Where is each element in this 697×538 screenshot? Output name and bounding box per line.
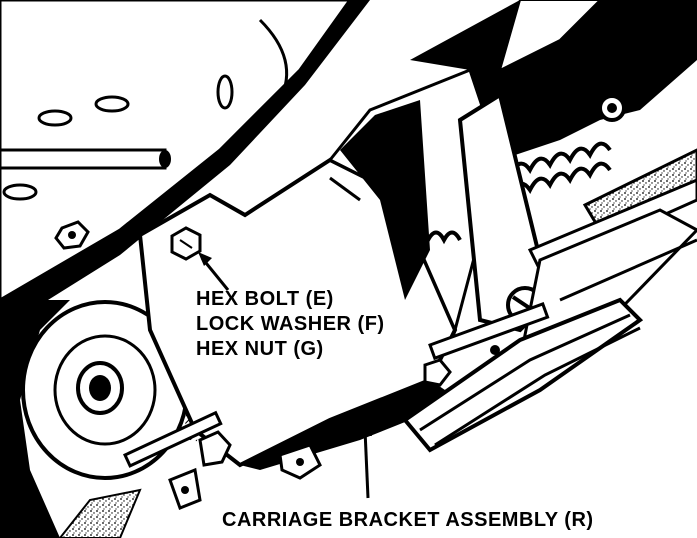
deck-nut (54, 220, 90, 250)
carriage-bracket-body (137, 68, 502, 480)
hex-bolt-arrow (198, 252, 230, 291)
deck-plate (0, 0, 370, 330)
lower-shaft (423, 302, 550, 387)
lock-washer-label: LOCK WASHER (F) (196, 313, 385, 335)
hex-bolt-e (170, 226, 202, 261)
hex-bolt-label: HEX BOLT (E) (196, 288, 334, 310)
motor-housing (410, 0, 697, 160)
carriage-bracket-label: CARRIAGE BRACKET ASSEMBLY (R) (222, 509, 594, 531)
frame-lower-left (0, 300, 70, 538)
tie-rod (0, 148, 171, 170)
carriage-bracket-arrow (358, 420, 372, 499)
v-belt-sheave (402, 297, 644, 453)
hex-nut-label: HEX NUT (G) (196, 338, 324, 360)
mounting-bolt (58, 410, 232, 538)
small-spring (408, 230, 462, 245)
